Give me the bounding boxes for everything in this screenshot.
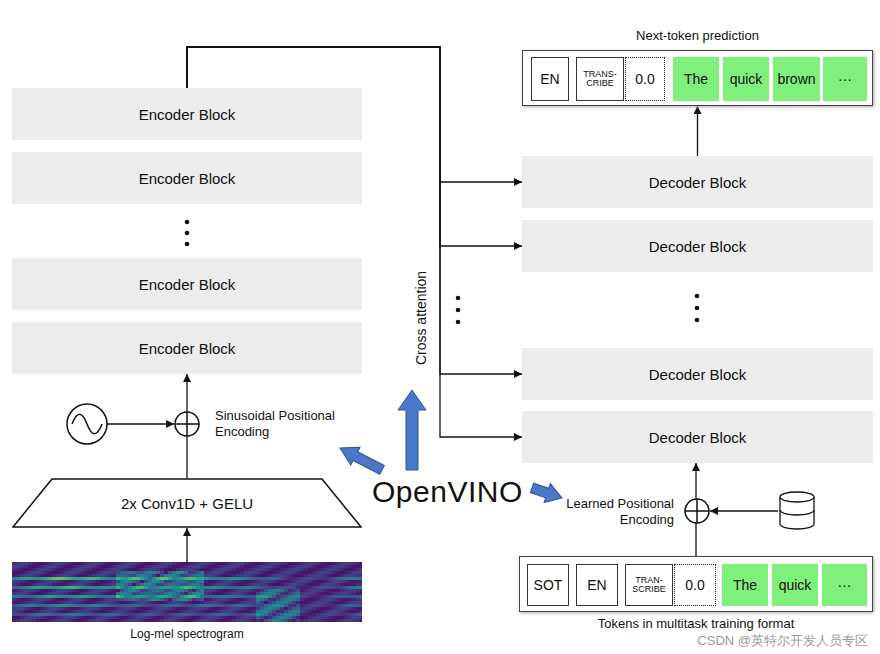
text-token: The	[722, 564, 768, 606]
block-label: Encoder Block	[139, 276, 236, 293]
block-label: Encoder Block	[139, 170, 236, 187]
process-block: Decoder Block	[522, 411, 873, 463]
block-label: Decoder Block	[649, 174, 747, 191]
token-text: ···	[838, 71, 852, 87]
block-label: Encoder Block	[139, 106, 236, 123]
timestamp-token: 0.0	[625, 57, 665, 101]
trapezoid-shape	[13, 479, 361, 527]
process-block: Decoder Block	[522, 220, 873, 272]
text-token: ···	[823, 57, 867, 101]
process-block: Encoder Block	[12, 322, 362, 374]
text-token: The	[673, 57, 719, 101]
token-box: TRAN- SCRIBE	[625, 564, 673, 606]
connector-arrow	[186, 374, 187, 478]
text-token: ···	[822, 564, 867, 606]
sequence-title: Next-token prediction	[523, 28, 872, 43]
add-symbol	[175, 412, 199, 436]
token-text: brown	[777, 71, 815, 87]
token-text: SOT	[534, 577, 563, 593]
embedding-cylinder	[710, 492, 814, 529]
token-box: EN	[531, 57, 569, 101]
token-text: quick	[730, 71, 763, 87]
connector-arrow	[697, 106, 698, 156]
token-sequence: SOTENTRAN- SCRIBE0.0Thequick···Tokens in…	[519, 556, 873, 612]
watermark: CSDN @英特尔开发人员专区	[697, 633, 868, 649]
flow-label: Cross attention	[413, 271, 430, 365]
token-box: EN	[576, 564, 618, 606]
encoding-label: Sinusoidal Positional Encoding	[215, 408, 337, 439]
token-text: 0.0	[635, 71, 654, 87]
token-text: The	[733, 577, 757, 593]
connector-arrow	[186, 528, 187, 562]
token-text: ···	[838, 577, 852, 593]
token-text: TRAN- SCRIBE	[626, 576, 672, 595]
text-token: brown	[773, 57, 820, 101]
encoding-label: Learned Positional Encoding	[552, 496, 674, 527]
block-label: Decoder Block	[649, 429, 747, 446]
image-caption: Log-mel spectrogram	[12, 627, 362, 641]
block-label: Encoder Block	[139, 340, 236, 357]
logo-text: OpenVINO	[372, 474, 523, 510]
token-text: The	[684, 71, 708, 87]
add-symbol	[685, 499, 709, 523]
text-token: quick	[772, 564, 818, 606]
connector-arrow	[187, 47, 522, 246]
process-block: Encoder Block	[12, 152, 362, 204]
block-label: 2x Conv1D + GELU	[121, 495, 253, 512]
text-token: quick	[723, 57, 769, 101]
block-label: Decoder Block	[649, 366, 747, 383]
token-text: EN	[587, 577, 606, 593]
block-label: Decoder Block	[649, 238, 747, 255]
process-block: Decoder Block	[522, 348, 873, 400]
token-box: TRANS- CRIBE	[576, 57, 624, 101]
token-text: TRANS- CRIBE	[577, 70, 623, 89]
spectrogram-image	[12, 562, 362, 622]
process-block: Encoder Block	[12, 258, 362, 310]
spectrogram: Log-mel spectrogram	[12, 562, 362, 622]
token-sequence: ENTRANS- CRIBE0.0Thequickbrown···Next-to…	[522, 50, 873, 106]
process-block: Encoder Block	[12, 88, 362, 140]
token-box: SOT	[527, 564, 569, 606]
timestamp-token: 0.0	[674, 564, 716, 606]
sequence-title: Tokens in multitask training format	[520, 616, 872, 631]
process-block: Decoder Block	[522, 156, 873, 208]
token-text: 0.0	[685, 577, 704, 593]
sine-symbol	[67, 404, 174, 444]
token-text: EN	[540, 71, 559, 87]
token-text: quick	[779, 577, 812, 593]
conv-stem: 2x Conv1D + GELU	[12, 478, 362, 528]
